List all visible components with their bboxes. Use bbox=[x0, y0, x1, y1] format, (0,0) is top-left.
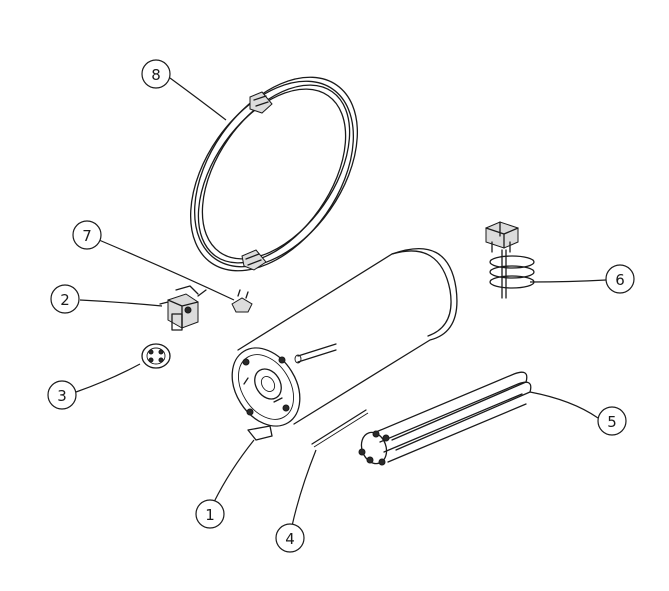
leader-2 bbox=[79, 299, 163, 307]
callout-7-label: 7 bbox=[82, 227, 92, 245]
callout-7: 7 bbox=[72, 220, 102, 250]
leader-5 bbox=[529, 391, 599, 419]
callout-2: 2 bbox=[50, 284, 80, 314]
callout-4: 4 bbox=[275, 523, 305, 553]
callout-1-label: 1 bbox=[205, 506, 215, 524]
part-6-thermostat bbox=[485, 221, 535, 299]
callout-6: 6 bbox=[605, 264, 635, 294]
part-4-rod bbox=[311, 409, 369, 448]
callout-8: 8 bbox=[141, 59, 171, 89]
hose-fitting-top bbox=[249, 91, 273, 114]
leader-1 bbox=[213, 439, 255, 503]
leader-4 bbox=[291, 449, 317, 527]
part-3-cap bbox=[141, 343, 171, 369]
leader-8 bbox=[169, 77, 227, 121]
part-1-tank bbox=[231, 247, 458, 441]
callout-6-label: 6 bbox=[615, 271, 625, 289]
part-2-valve bbox=[159, 285, 207, 331]
part-8-hose bbox=[189, 76, 359, 272]
part-7-fitting bbox=[231, 289, 253, 313]
callout-3: 3 bbox=[47, 380, 77, 410]
part-5-heating-element bbox=[358, 371, 532, 466]
callout-5: 5 bbox=[597, 406, 627, 436]
callout-3-label: 3 bbox=[57, 387, 67, 405]
callout-4-label: 4 bbox=[285, 530, 295, 548]
callout-1: 1 bbox=[195, 499, 225, 529]
callout-2-label: 2 bbox=[60, 291, 70, 309]
leader-7 bbox=[98, 239, 235, 301]
leader-lines bbox=[75, 77, 607, 527]
hose-fitting-bottom bbox=[241, 249, 267, 271]
leader-6 bbox=[529, 279, 607, 283]
callout-8-label: 8 bbox=[151, 66, 161, 84]
callout-5-label: 5 bbox=[607, 413, 617, 431]
leader-3 bbox=[75, 363, 141, 393]
